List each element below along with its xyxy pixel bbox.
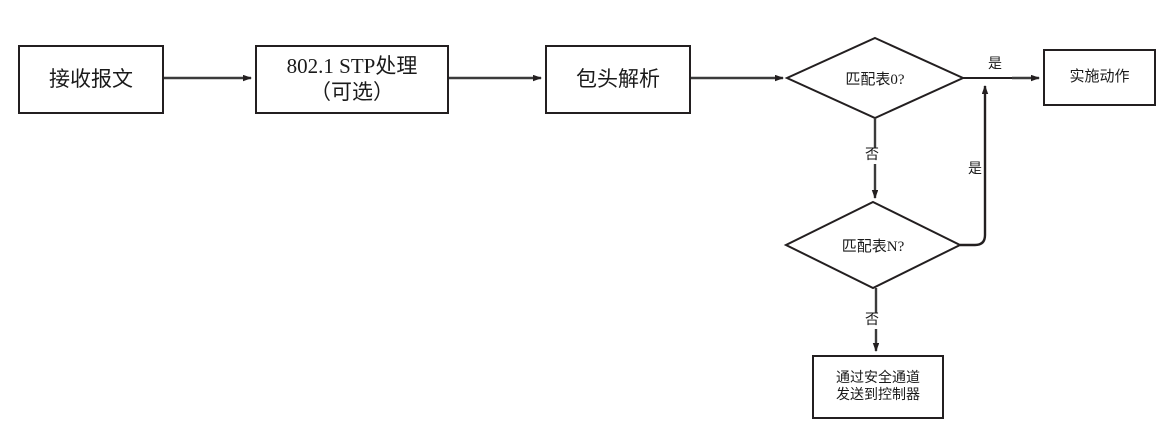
edge-label-no-matchn: 否: [864, 313, 880, 329]
edge-label-no-match0: 否: [864, 148, 880, 164]
edge-label-yes-match0: 是: [987, 57, 1003, 73]
edge-matchn-yes-riser: [960, 85, 989, 247]
decision-diamond-match0: [784, 36, 966, 120]
edge-label-yes-matchn: 是: [967, 162, 983, 178]
decision-diamond-matchn: [783, 200, 963, 290]
node-receive-packet-label: 接收报文: [49, 66, 133, 91]
node-receive-packet[interactable]: 接收报文: [18, 45, 164, 114]
node-stp-processing-label: 802.1 STP处理 （可选）: [286, 53, 418, 104]
node-execute-action[interactable]: 实施动作: [1043, 49, 1156, 106]
node-header-parsing-label: 包头解析: [576, 66, 660, 91]
node-send-to-controller-label: 通过安全通道 发送到控制器: [836, 370, 920, 403]
node-stp-processing[interactable]: 802.1 STP处理 （可选）: [255, 45, 449, 114]
node-execute-action-label: 实施动作: [1069, 69, 1130, 86]
node-header-parsing[interactable]: 包头解析: [545, 45, 691, 114]
node-send-to-controller[interactable]: 通过安全通道 发送到控制器: [812, 355, 944, 419]
